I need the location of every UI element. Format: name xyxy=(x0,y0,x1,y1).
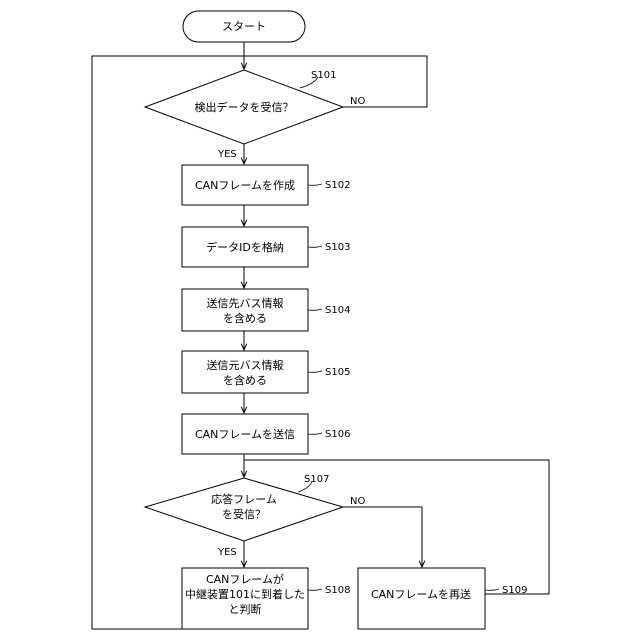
s105-leader xyxy=(308,371,322,372)
s106-text: CANフレームを送信 xyxy=(195,427,295,441)
s107-yes-label: YES xyxy=(217,547,237,558)
s104-text-line1: 送信先バス情報 xyxy=(207,296,284,310)
s102-step-label: S102 xyxy=(325,180,350,191)
s106-step-label: S106 xyxy=(325,429,350,440)
s108-text-line1: CANフレームが xyxy=(206,572,284,586)
s107-no-label: NO xyxy=(350,496,365,507)
s109-text: CANフレームを再送 xyxy=(371,587,471,601)
s108-text-line3: と判断 xyxy=(229,602,262,616)
s102-text: CANフレームを作成 xyxy=(195,179,295,192)
s101-text: 検出データを受信？ xyxy=(195,100,294,114)
s105-text-line2: を含める xyxy=(223,373,267,387)
s103-step-label: S103 xyxy=(325,242,350,253)
s108-text-line2: 中継装置101に到着した xyxy=(185,587,305,601)
s107-text-line2: を受信？ xyxy=(222,508,266,521)
start-label: スタート xyxy=(222,20,266,33)
s107-step-label: S107 xyxy=(304,474,329,485)
s101-step-label: S101 xyxy=(311,70,336,81)
s104-text-line2: を含める xyxy=(223,311,267,325)
s103-leader xyxy=(308,246,322,247)
s107-text-line1: 応答フレーム xyxy=(211,492,277,506)
s103-text: データIDを格納 xyxy=(206,240,284,254)
s109-leader xyxy=(485,589,499,590)
connector-s107-s109 xyxy=(343,507,422,567)
s108-leader xyxy=(308,589,322,590)
loop-return-line xyxy=(92,56,244,629)
s108-step-label: S108 xyxy=(325,585,350,596)
s105-text-line1: 送信元バス情報 xyxy=(207,358,284,372)
s104-leader xyxy=(308,309,322,310)
s105-step-label: S105 xyxy=(325,367,350,378)
s101-no-label: NO xyxy=(350,96,365,107)
s102-leader xyxy=(308,184,322,185)
s101-yes-label: YES xyxy=(217,149,237,160)
s109-step-label: S109 xyxy=(502,585,527,596)
s104-step-label: S104 xyxy=(325,305,350,316)
s106-leader xyxy=(308,433,322,434)
